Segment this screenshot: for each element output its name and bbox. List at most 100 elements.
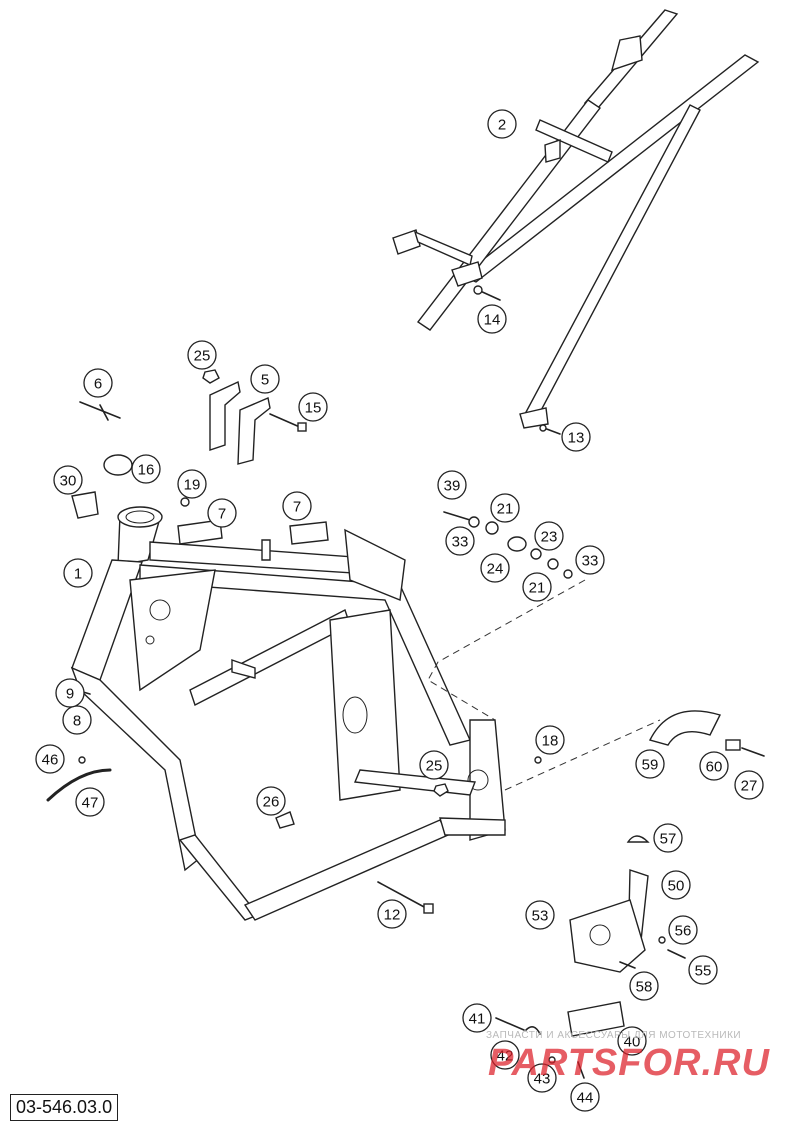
callout-21: 21	[522, 572, 552, 602]
callout-30: 30	[53, 465, 83, 495]
callout-25: 25	[187, 340, 217, 370]
callout-number: 44	[577, 1090, 594, 1107]
callout-circle	[535, 725, 565, 755]
callout-number: 5	[261, 372, 269, 389]
callout-number: 14	[484, 312, 501, 329]
callout-circle	[437, 470, 467, 500]
callout-number: 2	[498, 117, 506, 134]
callout-7: 7	[207, 498, 237, 528]
callout-circle	[527, 1063, 557, 1093]
callout-40: 40	[617, 1026, 647, 1056]
callout-33: 33	[445, 526, 475, 556]
callout-circle	[661, 870, 691, 900]
callout-number: 19	[184, 477, 201, 494]
callout-number: 42	[497, 1048, 514, 1065]
callout-circle	[490, 493, 520, 523]
callout-circle	[53, 465, 83, 495]
callout-circle	[525, 900, 555, 930]
callout-2: 2	[487, 109, 517, 139]
callout-circle	[250, 364, 280, 394]
callout-circle	[734, 770, 764, 800]
callout-circle	[561, 422, 591, 452]
callout-26: 26	[256, 786, 286, 816]
callout-circle	[282, 491, 312, 521]
assembly-lines	[427, 579, 661, 791]
callout-number: 21	[497, 501, 514, 518]
callout-number: 60	[706, 759, 723, 776]
callout-number: 13	[568, 430, 585, 447]
callout-46: 46	[35, 744, 65, 774]
callout-circle	[477, 304, 507, 334]
callout-number: 58	[636, 979, 653, 996]
callout-number: 50	[668, 878, 685, 895]
callout-13: 13	[561, 422, 591, 452]
callout-6: 6	[83, 368, 113, 398]
callout-number: 6	[94, 376, 102, 393]
callout-circle	[63, 558, 93, 588]
watermark-tagline: ЗАПЧАСТИ И АКСЕССУАРЫ ДЛЯ МОТОТЕХНИКИ	[486, 1030, 742, 1041]
callout-circle	[445, 526, 475, 556]
callout-44: 44	[570, 1082, 600, 1112]
callout-24: 24	[480, 553, 510, 583]
callout-56: 56	[668, 915, 698, 945]
callout-1: 1	[63, 558, 93, 588]
callout-circle	[256, 786, 286, 816]
callout-23: 23	[534, 521, 564, 551]
callout-number: 12	[384, 907, 401, 924]
callout-39: 39	[437, 470, 467, 500]
callout-19: 19	[177, 469, 207, 499]
callout-circle	[377, 899, 407, 929]
callout-number: 21	[529, 580, 546, 597]
callout-59: 59	[635, 749, 665, 779]
callout-circle	[35, 744, 65, 774]
callout-circle	[462, 1003, 492, 1033]
callout-60: 60	[699, 751, 729, 781]
callout-number: 56	[675, 923, 692, 940]
callout-number: 33	[452, 534, 469, 551]
callout-number: 43	[534, 1071, 551, 1088]
callout-42: 42	[490, 1040, 520, 1070]
callout-number: 25	[194, 348, 211, 365]
callout-8: 8	[62, 705, 92, 735]
callout-circle	[699, 751, 729, 781]
callout-number: 30	[60, 473, 77, 490]
callout-number: 7	[218, 506, 226, 523]
callout-number: 39	[444, 478, 461, 495]
callout-7: 7	[282, 491, 312, 521]
callout-number: 9	[66, 686, 74, 703]
drawing-number: 03-546.03.0	[10, 1094, 119, 1121]
callout-circle	[635, 749, 665, 779]
small-parts	[46, 285, 765, 1079]
callout-50: 50	[661, 870, 691, 900]
callout-47: 47	[75, 787, 105, 817]
callout-circle	[177, 469, 207, 499]
callout-27: 27	[734, 770, 764, 800]
callout-circle	[62, 705, 92, 735]
callout-circle	[75, 787, 105, 817]
callout-circle	[83, 368, 113, 398]
callout-number: 15	[305, 400, 322, 417]
callout-15: 15	[298, 392, 328, 422]
callout-circle	[617, 1026, 647, 1056]
callout-number: 47	[82, 795, 99, 812]
callout-43: 43	[527, 1063, 557, 1093]
callout-circle	[480, 553, 510, 583]
callout-number: 25	[426, 758, 443, 775]
callout-12: 12	[377, 899, 407, 929]
callout-number: 53	[532, 908, 549, 925]
callout-number: 55	[695, 963, 712, 980]
callout-number: 33	[582, 553, 599, 570]
callout-circle	[629, 971, 659, 1001]
callout-number: 41	[469, 1011, 486, 1028]
callout-circle	[131, 454, 161, 484]
callout-57: 57	[653, 823, 683, 853]
callout-circle	[534, 521, 564, 551]
callout-58: 58	[629, 971, 659, 1001]
callout-circle	[653, 823, 683, 853]
callout-number: 57	[660, 831, 677, 848]
callout-circle	[298, 392, 328, 422]
callout-18: 18	[535, 725, 565, 755]
callout-circle	[575, 545, 605, 575]
